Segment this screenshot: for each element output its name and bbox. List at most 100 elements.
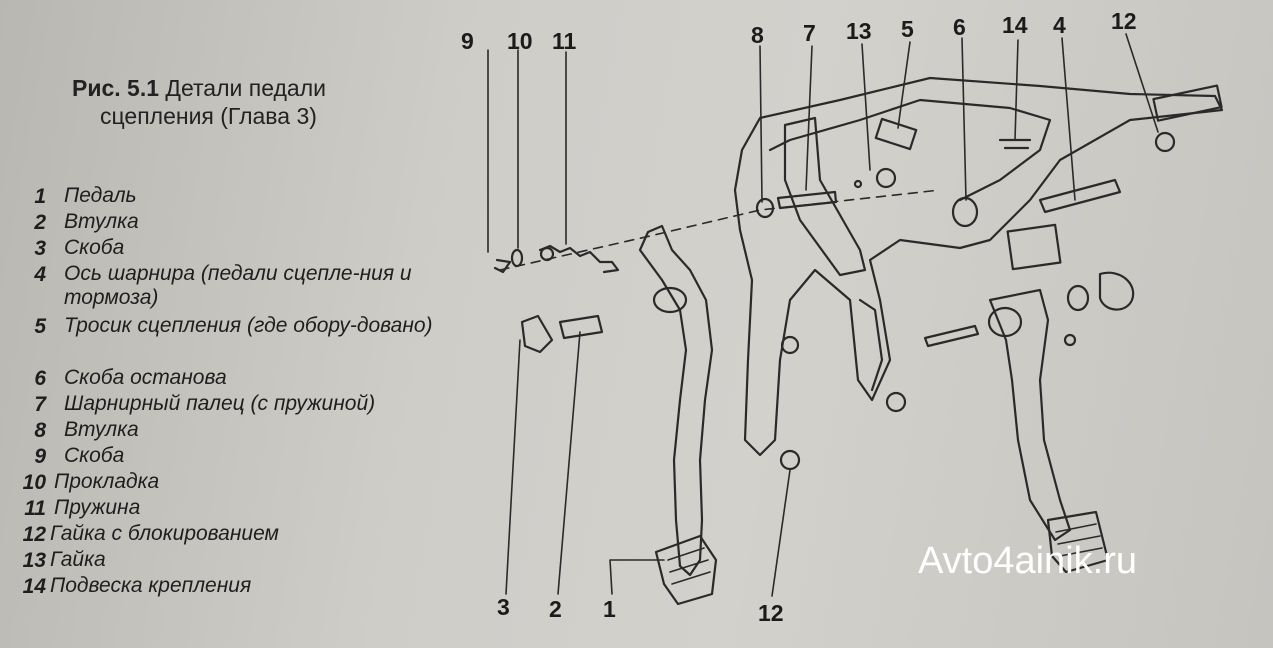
pivot-bracket bbox=[783, 116, 867, 277]
bracket-inner-edge bbox=[768, 98, 1052, 202]
watermark: Avto4ainik.ru bbox=[918, 540, 1137, 582]
figure-caption-line1: Детали педали bbox=[165, 75, 326, 101]
legend-label: Шарнирный палец (с пружиной) bbox=[64, 392, 376, 415]
legend-label: Ось шарнира (педали сцепле-ния и тормоза… bbox=[64, 262, 412, 309]
legend-label: Скоба bbox=[64, 236, 125, 259]
callout-6: 6 bbox=[953, 14, 966, 40]
bracket-flange bbox=[858, 298, 884, 392]
legend-number: 7 bbox=[34, 393, 46, 416]
assembly-axis bbox=[499, 189, 941, 271]
bush-2 bbox=[558, 314, 604, 340]
legend-label: Гайка с блокированием bbox=[50, 522, 279, 545]
legend-item: 8 Втулка bbox=[6, 418, 476, 444]
cable-end-5 bbox=[874, 117, 918, 151]
legend-label: Подвеска крепления bbox=[50, 574, 252, 597]
legend-number: 5 bbox=[34, 315, 46, 338]
callout-5: 5 bbox=[901, 16, 914, 42]
callout-13: 13 bbox=[846, 18, 872, 44]
legend-item: 11 Пружина bbox=[6, 496, 476, 522]
legend-number: 8 bbox=[34, 419, 46, 442]
pin-7 bbox=[776, 190, 838, 210]
callout-2: 2 bbox=[549, 596, 562, 622]
small-bolt bbox=[1063, 333, 1077, 347]
legend-label: Втулка bbox=[64, 210, 139, 233]
legend-number: 11 bbox=[24, 497, 46, 520]
legend-item: 9 Скоба bbox=[6, 444, 476, 470]
hanger-bolt bbox=[998, 138, 1032, 150]
legend-label: Скоба bbox=[64, 444, 125, 467]
legend-label: Втулка bbox=[64, 418, 139, 441]
legend-item: 6 Скоба останова bbox=[6, 366, 476, 392]
legend-label: Педаль bbox=[64, 184, 137, 207]
bush-8 bbox=[755, 197, 775, 219]
pedal-pivot-boss bbox=[652, 286, 688, 314]
legend-item: 12 Гайка с блокированием bbox=[6, 522, 476, 548]
callout-4: 4 bbox=[1053, 12, 1066, 38]
brake-pedal-arm bbox=[988, 288, 1072, 542]
callout-8: 8 bbox=[751, 22, 764, 48]
mounting-plate bbox=[1152, 84, 1223, 122]
spring-11 bbox=[538, 244, 620, 274]
legend-number: 10 bbox=[22, 471, 46, 494]
legend-number: 12 bbox=[22, 523, 46, 546]
legend-item: 4 Ось шарнира (педали сцепле-ния и тормо… bbox=[6, 262, 476, 314]
legend-label: Гайка bbox=[50, 548, 106, 571]
pivot-shaft bbox=[1038, 178, 1122, 214]
callout-10: 10 bbox=[507, 28, 533, 54]
clutch-pad-ribs bbox=[667, 547, 711, 585]
legend-item: 3 Скоба bbox=[6, 236, 476, 262]
parts-legend: 1 Педаль 2 Втулка 3 Скоба 4 Ось шарнира … bbox=[6, 184, 476, 600]
legend-label: Прокладка bbox=[54, 470, 160, 493]
legend-label: Пружина bbox=[54, 496, 141, 519]
nut-13 bbox=[875, 167, 897, 189]
leader-lines bbox=[487, 33, 1159, 597]
figure-number: Рис. 5.1 bbox=[72, 75, 160, 101]
pedal-bracket bbox=[733, 76, 1224, 457]
clip-3 bbox=[520, 314, 554, 354]
legend-item: 14 Подвеска крепления bbox=[6, 574, 476, 600]
brake-pivot-boss bbox=[987, 306, 1023, 338]
nut-12-b bbox=[885, 391, 907, 413]
callout-1: 1 bbox=[603, 596, 616, 622]
legend-number: 1 bbox=[34, 185, 46, 208]
callout-14: 14 bbox=[1002, 12, 1028, 38]
clip-9 bbox=[493, 258, 512, 274]
legend-number: 13 bbox=[22, 549, 46, 572]
legend-label: Тросик сцепления (где обору-довано) bbox=[64, 314, 433, 337]
legend-item: 13 Гайка bbox=[6, 548, 476, 574]
legend-item: 2 Втулка bbox=[6, 210, 476, 236]
callout-7: 7 bbox=[803, 20, 816, 46]
legend-item: 10 Прокладка bbox=[6, 470, 476, 496]
callout-3: 3 bbox=[497, 594, 510, 620]
nut-12-top bbox=[1154, 131, 1176, 153]
nut-12-a bbox=[780, 335, 800, 355]
brake-return-spring bbox=[1098, 271, 1135, 311]
figure-caption-line2: сцепления (Глава 3) bbox=[100, 103, 317, 129]
legend-item: 7 Шарнирный палец (с пружиной) bbox=[6, 392, 476, 418]
figure-caption: Рис. 5.1 Детали педали сцепления (Глава … bbox=[72, 74, 452, 130]
legend-number: 9 bbox=[34, 445, 46, 468]
hanger-block bbox=[1006, 223, 1062, 271]
legend-number: 6 bbox=[34, 367, 46, 390]
washer-10 bbox=[510, 248, 524, 268]
stop-bracket-6 bbox=[951, 196, 979, 228]
clutch-pedal-arm bbox=[638, 224, 714, 577]
legend-item: 5 Тросик сцепления (где обору-довано) bbox=[6, 314, 476, 366]
legend-number: 14 bbox=[22, 575, 46, 598]
legend-label: Скоба останова bbox=[64, 366, 227, 389]
brake-pad-ribs bbox=[1055, 523, 1103, 557]
callout-9: 9 bbox=[461, 28, 474, 54]
nut-12-c bbox=[779, 449, 801, 471]
callout-11: 11 bbox=[552, 28, 577, 54]
legend-number: 3 bbox=[34, 237, 46, 260]
brake-bush bbox=[1066, 284, 1090, 312]
brake-pedal-pad bbox=[1046, 510, 1110, 574]
legend-number: 2 bbox=[34, 211, 46, 234]
legend-item: 1 Педаль bbox=[6, 184, 476, 210]
callout-12-top: 12 bbox=[1111, 8, 1137, 34]
pin-washer bbox=[853, 179, 863, 189]
clutch-pedal-pad bbox=[654, 534, 718, 606]
callout-12-bottom: 12 bbox=[758, 600, 784, 626]
